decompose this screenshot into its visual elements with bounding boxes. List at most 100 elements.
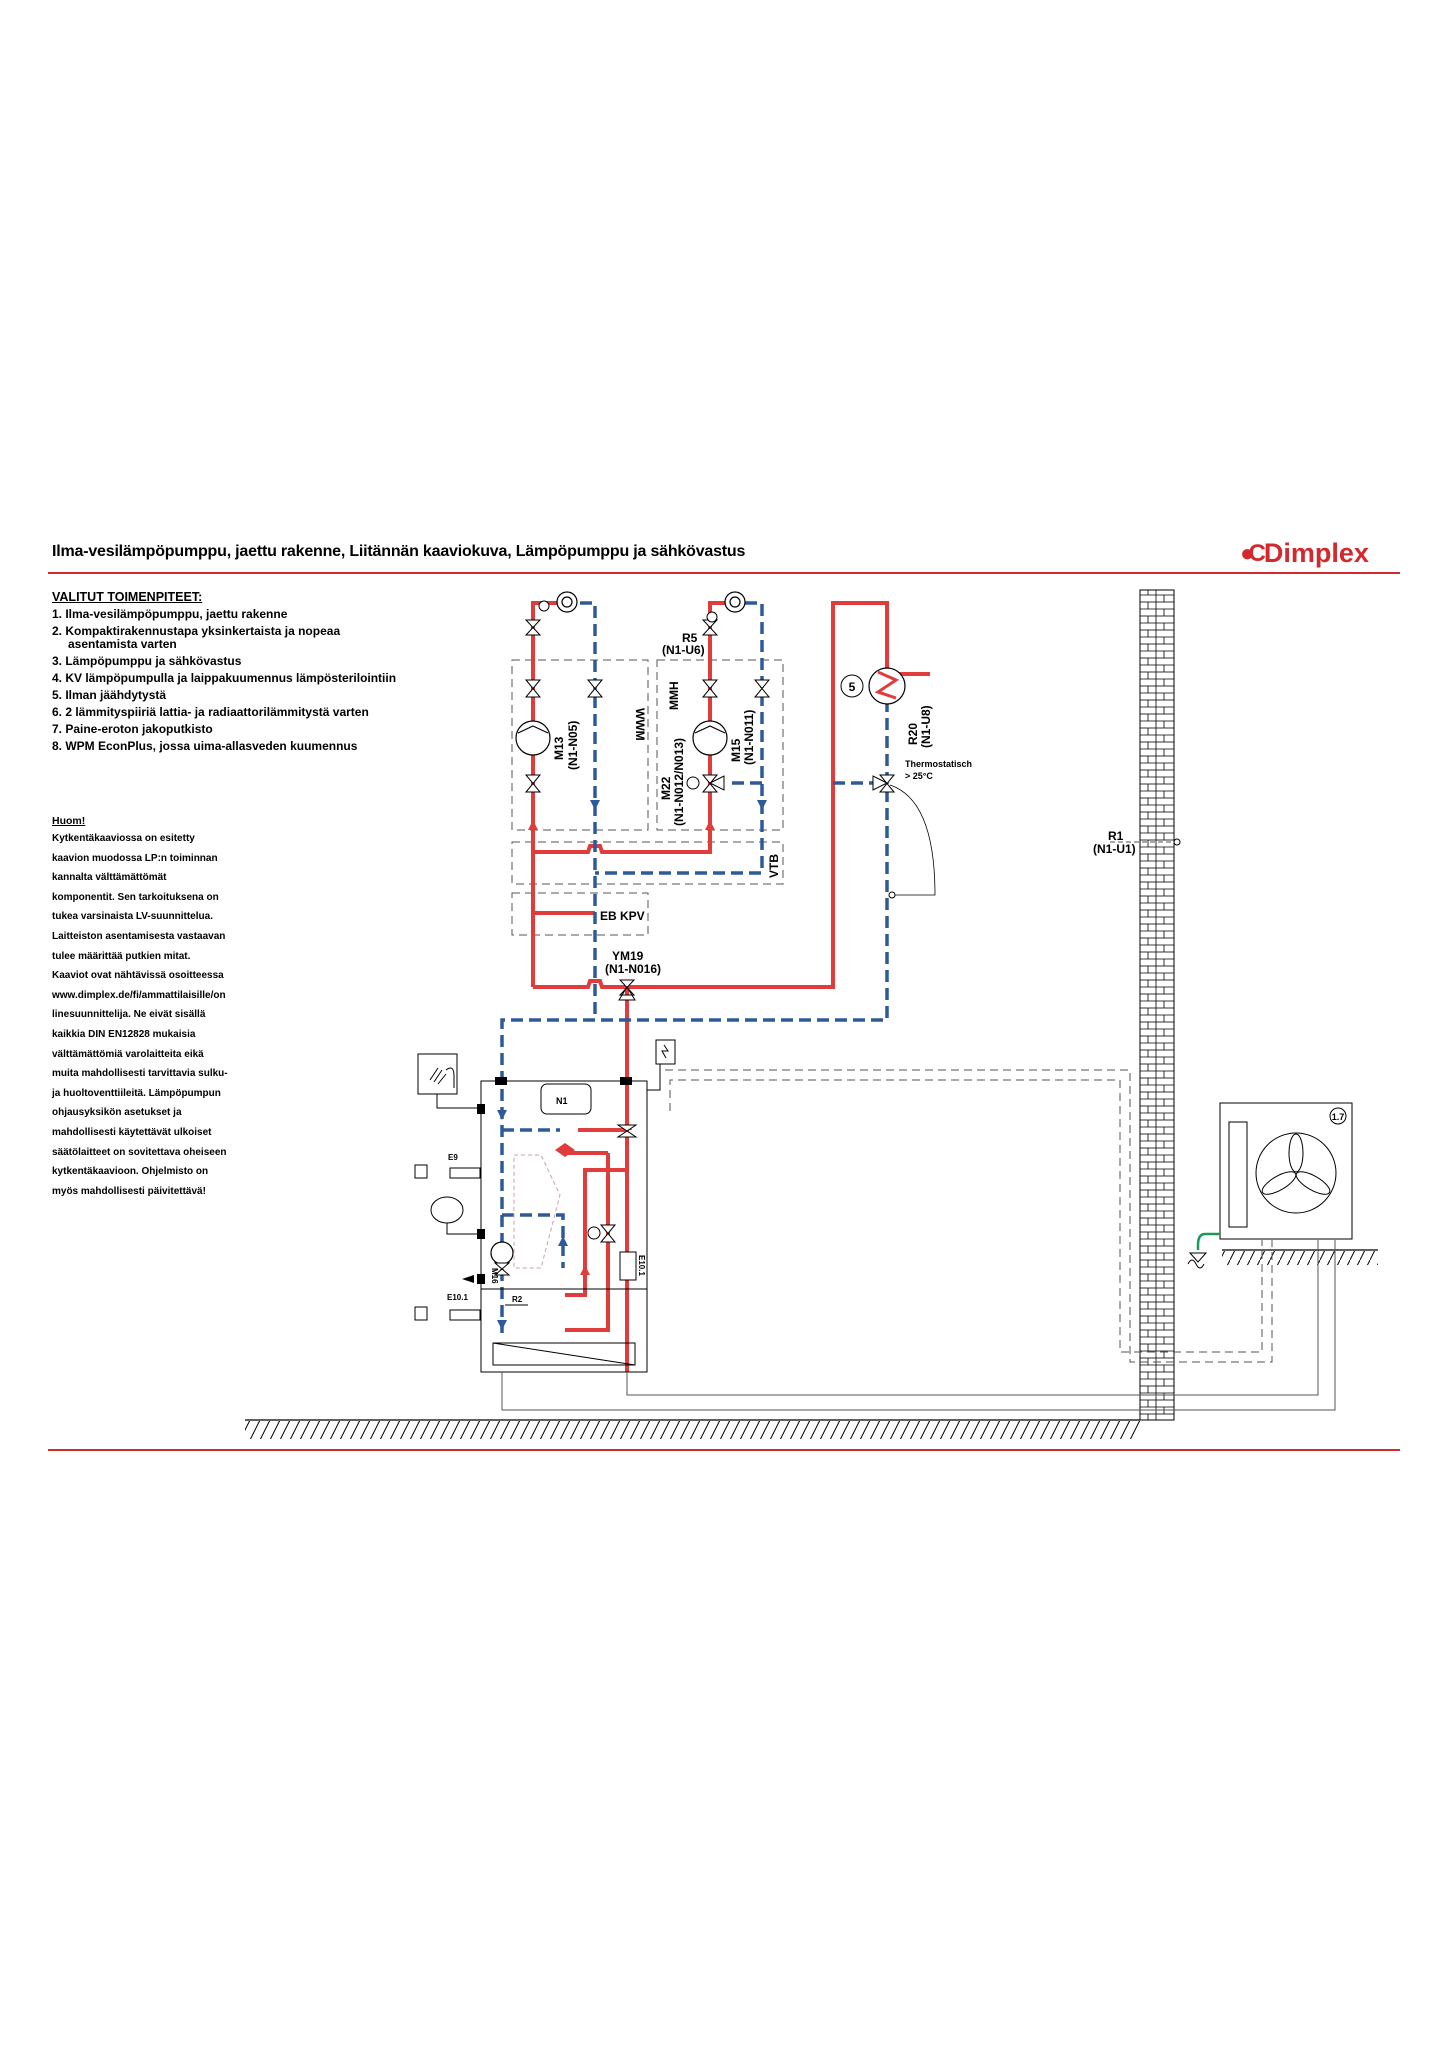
note-line: www.dimplex.de/fi/ammattilaisille/on — [52, 989, 226, 1001]
label-r1: R1 — [1108, 829, 1124, 843]
label-m22: M22 — [659, 776, 673, 800]
valve-icon — [701, 679, 719, 698]
indoor-unit — [414, 1039, 676, 1373]
page-title: Ilma-vesilämpöpumppu, jaettu rakenne, Li… — [52, 543, 746, 560]
fan-icon — [1255, 1132, 1337, 1214]
note-line: kaavion muodossa LP:n toiminnan — [52, 852, 218, 864]
label-m13-ref: (N1-N05) — [566, 721, 580, 770]
label-thermostatic: Thermostatisch — [905, 759, 972, 769]
diverter-valve-icon — [616, 1124, 638, 1138]
measure-item: 8. WPM EconPlus, jossa uima-allasveden k… — [52, 739, 358, 753]
measure-item: 6. 2 lämmityspiiriä lattia- ja radiaatto… — [52, 705, 369, 719]
note-line: tukea varsinaista LV-suunnittelua. — [52, 911, 213, 923]
valve-icon — [701, 619, 719, 636]
note-line: Laitteiston asentamisesta vastaavan — [52, 930, 226, 942]
controller-n1 — [540, 1083, 592, 1115]
building-wall — [1139, 589, 1175, 1421]
note-line: Kytkentäkaaviossa on esitetty — [52, 833, 195, 844]
pool-heat-exchanger: 5 — [840, 667, 936, 899]
heater-e10-icon — [619, 1251, 637, 1281]
valve-icon — [524, 774, 542, 793]
measure-item: 2. Kompaktirakennustapa yksinkertaista j… — [52, 624, 341, 651]
measure-item: 5. Ilman jäähdytystä — [52, 688, 167, 702]
storage-tank — [480, 1080, 648, 1373]
valve-ym19-icon — [618, 979, 636, 1001]
measure-item: 3. Lämpöpumppu ja sähkövastus — [52, 654, 242, 668]
note-line: myös mahdollisesti päivitettävä! — [52, 1185, 206, 1197]
outdoor-unit — [1187, 1102, 1353, 1269]
mmh-box — [656, 659, 784, 831]
note-line: kytkentäkaavioon. Ohjelmisto on — [52, 1166, 209, 1178]
label-e9: E9 — [448, 1153, 458, 1162]
dimplex-logo: ●C Dimplex — [1240, 538, 1369, 569]
flow-arrows-supply — [528, 820, 715, 1275]
label-m15: M15 — [729, 738, 743, 762]
note-line: välttämättömiä varolaitteita eikä — [52, 1048, 204, 1060]
note-line: säätölaitteet on sovitettava oheiseen — [52, 1146, 227, 1158]
water-lines — [501, 1240, 1336, 1411]
note-line: ohjausyksikön asetukset ja — [52, 1107, 182, 1119]
connection-blocks — [462, 1077, 632, 1284]
expansion-vessel-icon — [430, 1196, 464, 1224]
refrigerant-lines — [665, 1069, 1273, 1363]
note-line: Kaaviot ovat nähtävissä osoitteessa — [52, 970, 224, 982]
valve-icon — [753, 679, 771, 698]
mixing-valve-icon — [599, 1224, 617, 1243]
mixing-valve-m22-icon — [701, 774, 725, 793]
measure-item: 4. KV lämpöpumpulla ja laippakuumennus l… — [52, 671, 397, 685]
label-m13: M13 — [552, 736, 566, 760]
measures-heading: VALITUT TOIMENPITEET: — [52, 590, 203, 604]
valve-icon — [524, 619, 542, 636]
note-line: kaikkia DIN EN12828 mukaisia — [52, 1028, 196, 1040]
label-vtb: VTB — [767, 854, 781, 878]
eb-kpv-box — [511, 892, 649, 936]
pumps — [490, 720, 728, 1265]
label-r20: R20 — [906, 723, 920, 745]
valve-icon — [524, 679, 542, 698]
valve-icon — [586, 679, 604, 698]
thermostatic-valve-icon — [872, 774, 896, 793]
label-ym19-ref: (N1-N016) — [605, 962, 661, 976]
pump-m16-icon — [490, 1241, 514, 1265]
label-wwm: WWM — [633, 708, 647, 741]
header-divider — [48, 572, 1400, 574]
label-mmh: MMH — [667, 681, 681, 710]
label-ym19: YM19 — [612, 949, 644, 963]
note-line: ja huoltoventtiileitä. Lämpöpumpun — [52, 1087, 221, 1099]
logo-text: Dimplex — [1263, 538, 1369, 568]
note-line: kannalta välttämättömät — [52, 872, 167, 884]
supply-pipes — [531, 601, 930, 1372]
valve-icon — [493, 1262, 511, 1276]
return-pipes — [500, 601, 889, 1333]
label-thermostatic-temp: > 25°C — [905, 771, 933, 781]
label-r1-ref: (N1-U1) — [1093, 842, 1136, 856]
r1-sensor-icon — [1173, 838, 1181, 846]
diagram-labels: M13 (N1-N05) WWM MMH R5 (N1-U6) M22 (N1-… — [447, 631, 1136, 1304]
label-e10-1: E10.1 — [447, 1293, 468, 1302]
label-r2: R2 — [512, 1295, 523, 1304]
selected-measures: VALITUT TOIMENPITEET: 1. Ilma-vesilämpöp… — [52, 590, 412, 757]
pool-number: 5 — [849, 680, 856, 694]
label-r5: R5 — [682, 631, 698, 645]
note-heading: Huom! — [52, 815, 86, 827]
wwm-box — [511, 659, 649, 831]
consumers — [556, 591, 746, 613]
note-line: mahdollisesti käytettävät ulkoiset — [52, 1126, 212, 1138]
note-line: komponentit. Sen tarkoituksena on — [52, 891, 219, 903]
label-eb-kpv: EB KPV — [600, 909, 645, 923]
note-line: linesuunnittelija. Ne eivät sisällä — [52, 1009, 206, 1021]
power-supply-icon — [655, 1039, 676, 1065]
label-r5-ref: (N1-U6) — [662, 643, 705, 657]
label-m22-ref: (N1-N012/N013) — [672, 738, 686, 826]
measure-item: 7. Paine-eroton jakoputkisto — [52, 722, 213, 736]
label-m15-ref: (N1-N011) — [742, 710, 756, 765]
shower-icon — [417, 1053, 458, 1095]
note-line: tulee määrittää putkien mitat. — [52, 950, 191, 962]
footer-divider — [48, 1449, 1400, 1451]
vtb-box — [511, 841, 784, 885]
flow-arrows-return — [497, 800, 767, 1330]
measure-item: 1. Ilma-vesilämpöpumppu, jaettu rakenne — [52, 607, 288, 621]
valves — [493, 600, 896, 1276]
outdoor-unit-number: 1.7 — [1332, 1112, 1345, 1122]
